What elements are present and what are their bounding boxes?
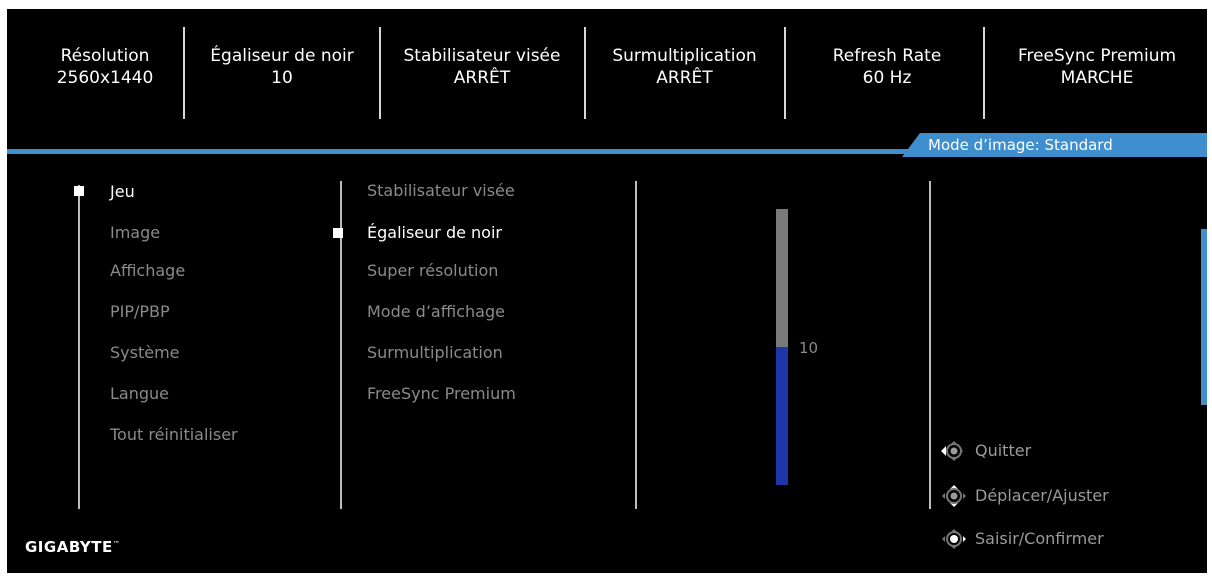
main-menu-line [78,185,80,509]
status-black-equalizer: Égaliseur de noir 10 [210,46,354,88]
black-equalizer-slider[interactable] [776,209,788,485]
hint-move-adjust-label: Déplacer/Ajuster [975,486,1109,505]
picture-mode-tab: Mode d’image: Standard [902,133,1207,157]
status-divider [183,27,185,119]
status-divider [983,27,985,119]
menu-item-reset-all[interactable]: Tout réinitialiser [110,425,238,444]
status-bar: Résolution 2560x1440 Égaliseur de noir 1… [7,9,1207,141]
status-freesync: FreeSync Premium MARCHE [1017,46,1177,88]
menu-item-display[interactable]: Affichage [110,261,186,280]
sub-menu-selector [333,228,343,238]
menu-item-gaming[interactable]: Jeu [110,182,135,201]
status-divider [584,27,586,119]
header-divider [7,149,1207,154]
submenu-item-super-resolution[interactable]: Super résolution [367,261,499,280]
joystick-up-down-icon [942,485,966,507]
gigabyte-logo: GIGABYTE™ [25,538,121,556]
status-resolution: Résolution 2560x1440 [56,46,154,88]
joystick-left-icon [941,441,963,461]
picture-mode-label: Mode d’image: Standard [928,136,1113,154]
status-refresh-rate: Refresh Rate 60 Hz [832,46,942,88]
slider-fill [776,347,788,485]
submenu-item-overdrive[interactable]: Surmultiplication [367,343,503,362]
main-menu-selector [74,186,84,196]
menu-item-language[interactable]: Langue [110,384,169,403]
menu-item-pip-pbp[interactable]: PIP/PBP [110,302,170,321]
slider-value: 10 [799,339,819,357]
hint-enter-confirm-label: Saisir/Confirmer [975,529,1104,548]
submenu-item-black-equalizer[interactable]: Égaliseur de noir [367,223,502,242]
menu-item-system[interactable]: Système [110,343,180,362]
submenu-item-aim-stabilizer[interactable]: Stabilisateur visée [367,181,515,200]
hints-column-line [929,181,931,509]
submenu-item-display-mode[interactable]: Mode d’affichage [367,302,505,321]
osd-window: Résolution 2560x1440 Égaliseur de noir 1… [7,9,1207,573]
joystick-press-icon [942,529,966,549]
status-divider [784,27,786,119]
hint-exit-label: Quitter [975,441,1032,460]
submenu-item-freesync[interactable]: FreeSync Premium [367,384,516,403]
status-overdrive: Surmultiplication ARRÊT [612,46,757,88]
status-divider [379,27,381,119]
options-column-line [635,181,637,509]
status-aim-stabilizer: Stabilisateur visée ARRÊT [403,46,561,88]
menu-item-picture[interactable]: Image [110,223,161,242]
sub-menu-line [340,181,342,509]
scroll-indicator [1201,229,1207,405]
